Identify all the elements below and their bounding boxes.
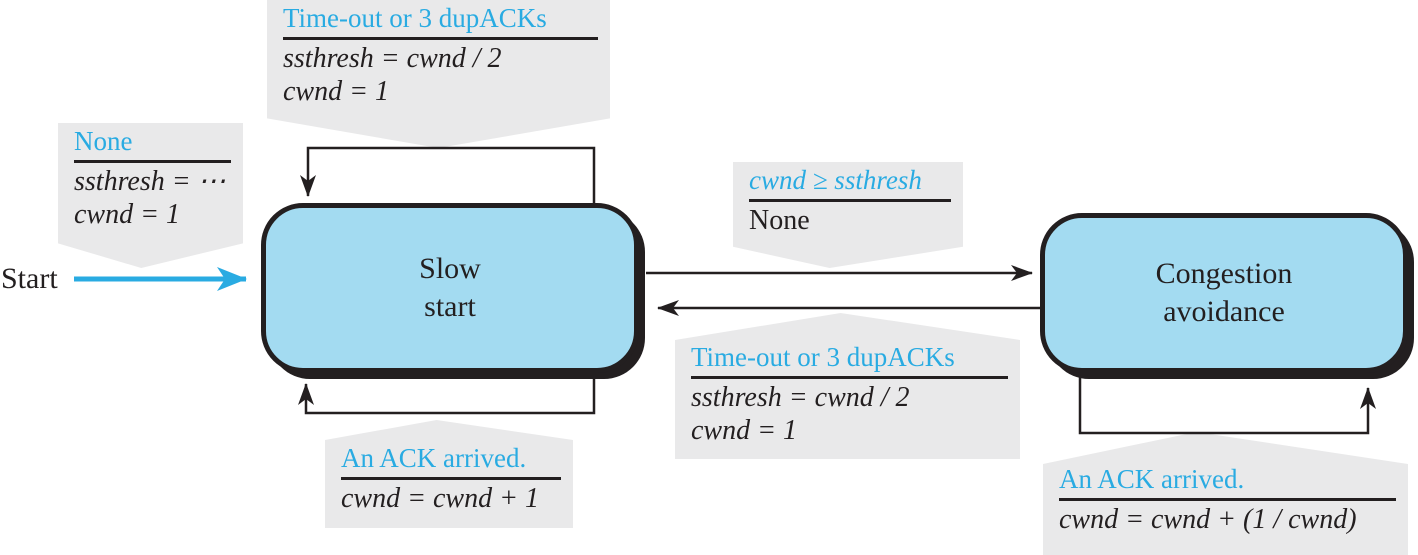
- arrow-ss-self-loop-top: [300, 146, 596, 204]
- transition-action: cwnd = 1: [283, 76, 389, 107]
- callout-ca-self-loop: An ACK arrived. cwnd = cwnd + (1 / cwnd): [1043, 432, 1408, 555]
- transition-action: cwnd = cwnd + (1 / cwnd): [1059, 504, 1357, 535]
- state-label: Slow: [419, 252, 481, 285]
- state-label: avoidance: [1163, 295, 1285, 328]
- start-label: Start: [1, 262, 58, 295]
- transition-action: cwnd = 1: [74, 199, 180, 230]
- transition-action: cwnd = 1: [691, 415, 797, 446]
- condition-action-divider: [283, 37, 598, 40]
- condition-action-divider: [74, 160, 231, 163]
- callout-ca-to-ss: Time-out or 3 dupACKs ssthresh = cwnd / …: [675, 313, 1020, 459]
- condition-action-divider: [749, 199, 951, 202]
- transition-condition: An ACK arrived.: [1059, 464, 1245, 494]
- transition-condition: cwnd ≥ ssthresh: [749, 165, 922, 195]
- condition-action-divider: [341, 477, 561, 480]
- transition-action: cwnd = cwnd + 1: [341, 483, 539, 514]
- transition-condition: An ACK arrived.: [341, 443, 527, 473]
- transition-action: ssthresh = cwnd / 2: [691, 382, 910, 413]
- transition-condition: Time-out or 3 dupACKs: [283, 3, 547, 33]
- state-label: Congestion: [1155, 257, 1293, 290]
- transition-action: ssthresh = ⋯: [74, 166, 226, 197]
- callout-ss-self-loop: An ACK arrived. cwnd = cwnd + 1: [325, 420, 573, 528]
- callout-slow-start-timeout: Time-out or 3 dupACKs ssthresh = cwnd / …: [267, 0, 610, 148]
- callout-ss-to-ca: cwnd ≥ ssthresh None: [733, 162, 963, 268]
- state-congestion-avoidance: Congestion avoidance: [1040, 213, 1408, 373]
- condition-action-divider: [691, 376, 1008, 379]
- state-label: start: [424, 290, 476, 323]
- callout-start-initialization: None ssthresh = ⋯ cwnd = 1: [58, 123, 243, 268]
- arrow-ss-self-loop-bottom: [298, 374, 596, 415]
- transition-action: ssthresh = cwnd / 2: [283, 43, 502, 74]
- transition-action: None: [749, 205, 810, 236]
- condition-action-divider: [1059, 498, 1396, 501]
- transition-condition: Time-out or 3 dupACKs: [691, 342, 955, 372]
- transition-condition: None: [74, 126, 133, 156]
- state-slow-start: Slow start: [261, 203, 639, 373]
- arrow-ca-self-loop: [1078, 377, 1376, 435]
